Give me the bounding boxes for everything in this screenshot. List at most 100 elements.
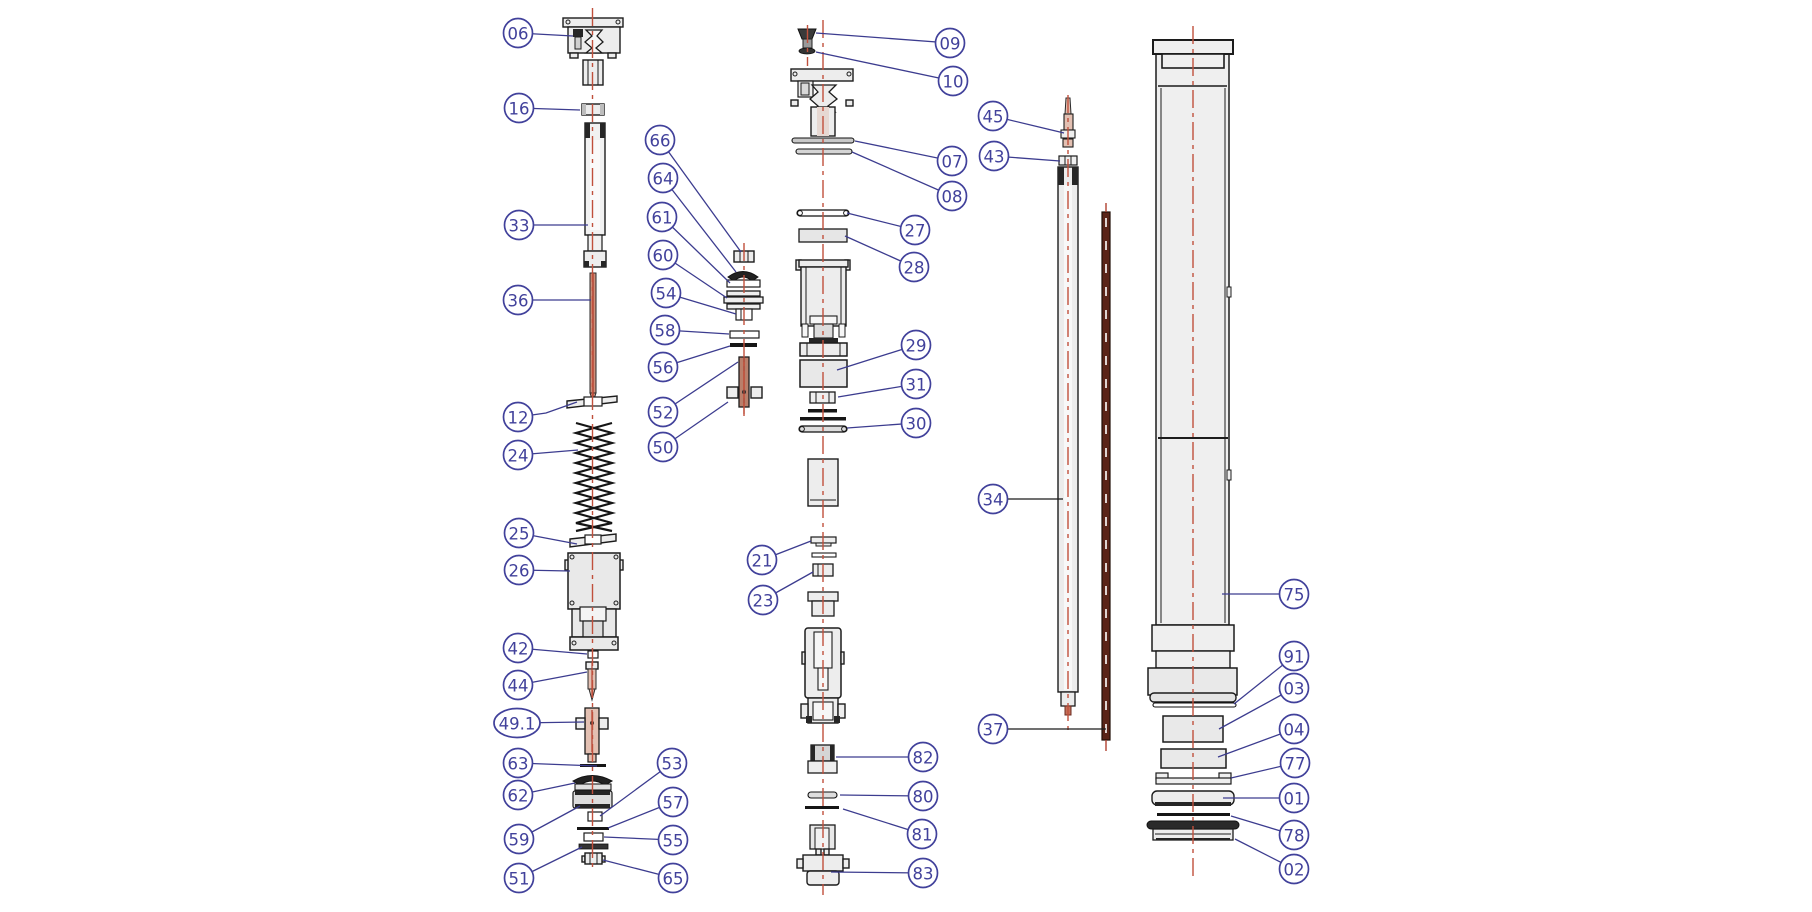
callout-label: 63 [508,755,529,774]
callout-bubble [502,632,534,664]
callout-bubble [906,818,938,850]
part-91-washer [1152,702,1237,708]
callout-label: 09 [940,35,961,54]
callout-29: 29 [836,329,932,371]
callout-25: 25 [503,517,578,549]
callout-label: 07 [942,153,963,172]
callout-49.1: 49.1 [493,707,585,739]
callout-bubble [1279,747,1311,779]
callout-label: 45 [983,108,1004,127]
callout-label: 36 [508,292,529,311]
callout-24: 24 [502,439,579,471]
part-57-shim [577,827,609,830]
callout-label: 26 [509,562,530,581]
callout-59: 59 [503,805,581,855]
callout-label: 44 [508,677,529,696]
callout-label: 04 [1284,721,1305,740]
centerlines [591,8,1194,895]
callout-37: 37 [977,713,1106,745]
callout-bubble [493,707,541,739]
callout-66: 66 [644,124,742,253]
callout-bubble [503,862,535,894]
callout-bubble [647,162,679,194]
callout-55: 55 [603,824,689,856]
callout-label: 25 [509,525,530,544]
callout-label: 80 [913,788,934,807]
callout-60: 60 [647,239,728,299]
callout-label: 53 [662,755,683,774]
callout-label: 49.1 [499,715,536,734]
callout-61: 61 [646,201,731,284]
callout-bubble [647,396,679,428]
callout-label: 28 [904,259,925,278]
callout-04: 04 [1217,713,1310,758]
part-53-ring [587,811,603,822]
callout-label: 06 [508,25,529,44]
callout-label: 78 [1284,827,1305,846]
callout-bubble [502,669,534,701]
callout-09: 09 [815,27,966,59]
callout-bubble [503,517,535,549]
callout-label: 03 [1284,680,1305,699]
callout-bubble [649,314,681,346]
callout-bubble [900,329,932,361]
callout-bubble [907,741,939,773]
callout-50: 50 [647,401,729,463]
callout-label: 16 [509,100,530,119]
callout-58: 58 [649,314,730,346]
callout-label: 82 [913,749,934,768]
callout-label: 60 [653,247,674,266]
callout-56: 56 [647,345,731,383]
callout-bubble [1278,819,1310,851]
callout-bubble [502,284,534,316]
callout-label: 62 [508,787,529,806]
callout-bubble [907,857,939,889]
callout-label: 37 [983,721,1004,740]
callout-bubble [650,277,682,309]
callout-28: 28 [844,235,930,283]
callout-label: 27 [905,222,926,241]
callout-label: 52 [653,404,674,423]
part-78-ring [1157,813,1230,816]
callout-12: 12 [502,401,578,433]
callout-label: 57 [663,794,684,813]
callout-bubble [647,239,679,271]
part-81-clip [805,806,839,809]
callout-26: 26 [503,554,571,586]
callout-bubble [936,180,968,212]
callout-label: 81 [912,826,933,845]
callout-label: 91 [1284,648,1305,667]
callout-bubble [934,27,966,59]
callout-34: 34 [977,483,1063,515]
callout-label: 55 [663,832,684,851]
callout-10: 10 [815,51,969,97]
callout-78: 78 [1230,815,1310,851]
callout-bubble [503,209,535,241]
callout-83: 83 [830,857,939,889]
callout-label: 21 [752,552,773,571]
callout-01: 01 [1223,782,1310,814]
callout-label: 54 [656,285,677,304]
callout-bubble [647,351,679,383]
callout-label: 75 [1284,586,1305,605]
callout-label: 66 [650,132,671,151]
callout-bubble [1278,782,1310,814]
callout-43: 43 [978,140,1061,172]
callout-63: 63 [502,747,598,779]
callout-label: 12 [508,409,529,428]
callout-08: 08 [851,151,968,212]
callout-03: 03 [1218,672,1310,730]
callout-82: 82 [836,741,939,773]
callout-bubble [746,544,778,576]
callout-label: 29 [906,337,927,356]
callout-65: 65 [602,859,689,894]
callout-label: 65 [663,870,684,889]
callout-bubble [656,747,688,779]
callout-bubble [657,824,689,856]
callout-bubble [647,431,679,463]
callout-label: 31 [906,376,927,395]
callout-bubble [502,17,534,49]
callout-label: 02 [1284,861,1305,880]
